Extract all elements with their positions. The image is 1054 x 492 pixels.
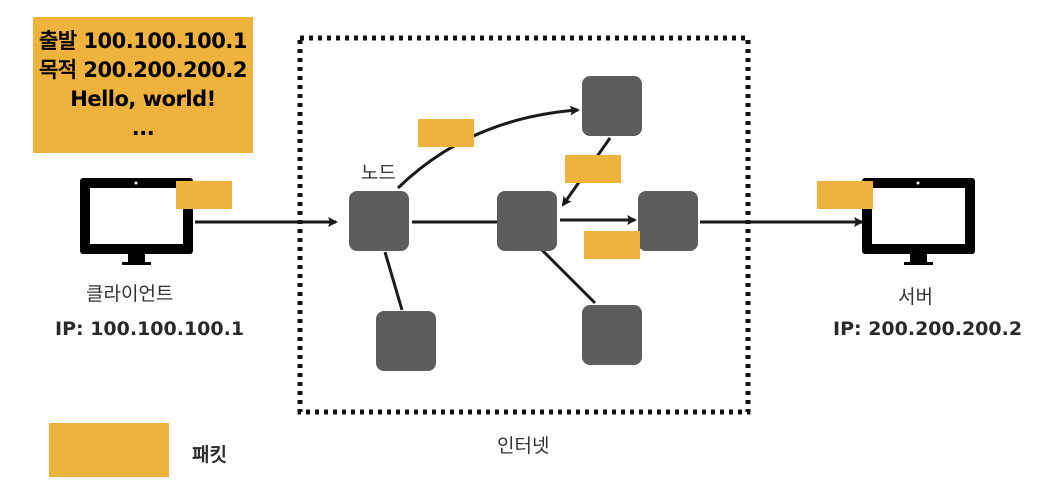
router-node-top xyxy=(582,76,642,136)
router-node-bottom-right xyxy=(582,305,642,365)
router-node-middle xyxy=(497,191,557,251)
client-label: 클라이언트 xyxy=(86,283,174,305)
packet-near-right-node xyxy=(584,231,640,259)
node-label: 노드 xyxy=(361,162,396,184)
packet-on-upper-path xyxy=(418,119,474,147)
packet-at-server xyxy=(817,181,873,209)
packet-at-client xyxy=(176,181,232,209)
router-node-entry xyxy=(349,191,409,251)
link-node-to-bottom-left xyxy=(383,251,404,311)
router-node-right xyxy=(638,191,698,251)
client-ip: IP: 100.100.100.1 xyxy=(55,318,245,340)
link-node-to-top xyxy=(396,105,580,190)
packet-payload: Hello, world! xyxy=(70,87,216,111)
packet-info-box: 출발 100.100.100.1 목적 200.200.200.2 Hello,… xyxy=(33,17,253,153)
legend-packet-swatch xyxy=(49,423,169,477)
link-middle-to-bottom-right xyxy=(538,246,597,305)
server-label: 서버 xyxy=(898,286,933,308)
router-nodes xyxy=(349,76,698,371)
packet-ellipsis: ... xyxy=(131,116,155,140)
server-ip: IP: 200.200.200.2 xyxy=(833,318,1023,340)
internet-label: 인터넷 xyxy=(497,435,550,457)
router-node-bottom-left xyxy=(376,311,436,371)
packet-source: 출발 100.100.100.1 xyxy=(38,29,248,53)
client-monitor-icon xyxy=(80,178,193,265)
legend-label: 패킷 xyxy=(192,444,227,466)
internet-boundary xyxy=(297,35,751,415)
packets xyxy=(49,119,873,477)
server-monitor-icon xyxy=(862,178,975,265)
packet-near-top-node xyxy=(565,155,621,183)
packet-destination: 목적 200.200.200.2 xyxy=(38,58,248,82)
